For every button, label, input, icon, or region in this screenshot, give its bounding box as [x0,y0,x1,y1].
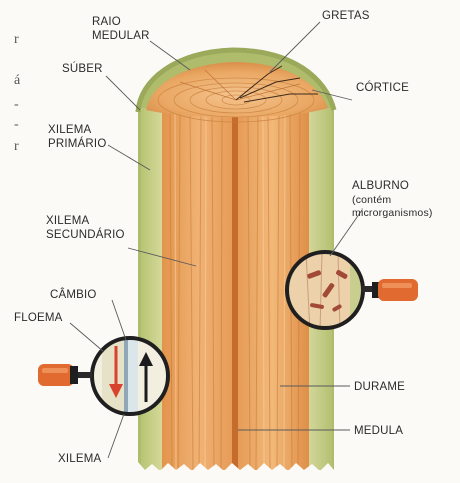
margin-glyph-5: r [14,139,19,154]
margin-text-fragments: r á - - r [14,32,21,154]
label-xilema-primario-line1: XILEMA [48,124,92,136]
label-alburno-note-line2: microrganismos) [352,207,433,219]
label-raio-medular-line2: MEDULAR [92,30,150,42]
label-raio-medular-line1: RAIO [92,16,121,28]
label-alburno: ALBURNO [352,180,409,192]
label-xilema-secundario-line1: XILEMA [46,215,90,227]
label-suber: SÚBER [62,62,103,75]
label-xilema: XILEMA [58,453,102,465]
margin-glyph-1: r [14,32,19,47]
left-lens-handle [76,372,92,378]
right-magnifier [286,252,418,332]
label-cortice: CÓRTICE [356,81,409,94]
label-floema: FLOEMA [14,312,63,324]
label-xilema-primario-line2: PRIMÁRIO [48,137,106,150]
label-cerne: DURAME [354,381,405,393]
label-alburno-note-line1: (contém [352,194,391,206]
margin-glyph-3: - [14,97,19,112]
margin-glyph-2: á [14,73,21,88]
label-xilema-secundario-line2: SECUNDÁRIO [46,228,125,241]
label-cambio: CÂMBIO [50,288,97,301]
medulla-stripe [232,100,238,470]
sapwood-left [141,108,163,470]
label-gretas: GRETAS [322,10,370,22]
margin-glyph-4: - [14,117,19,132]
label-medula: MEDULA [354,425,403,437]
